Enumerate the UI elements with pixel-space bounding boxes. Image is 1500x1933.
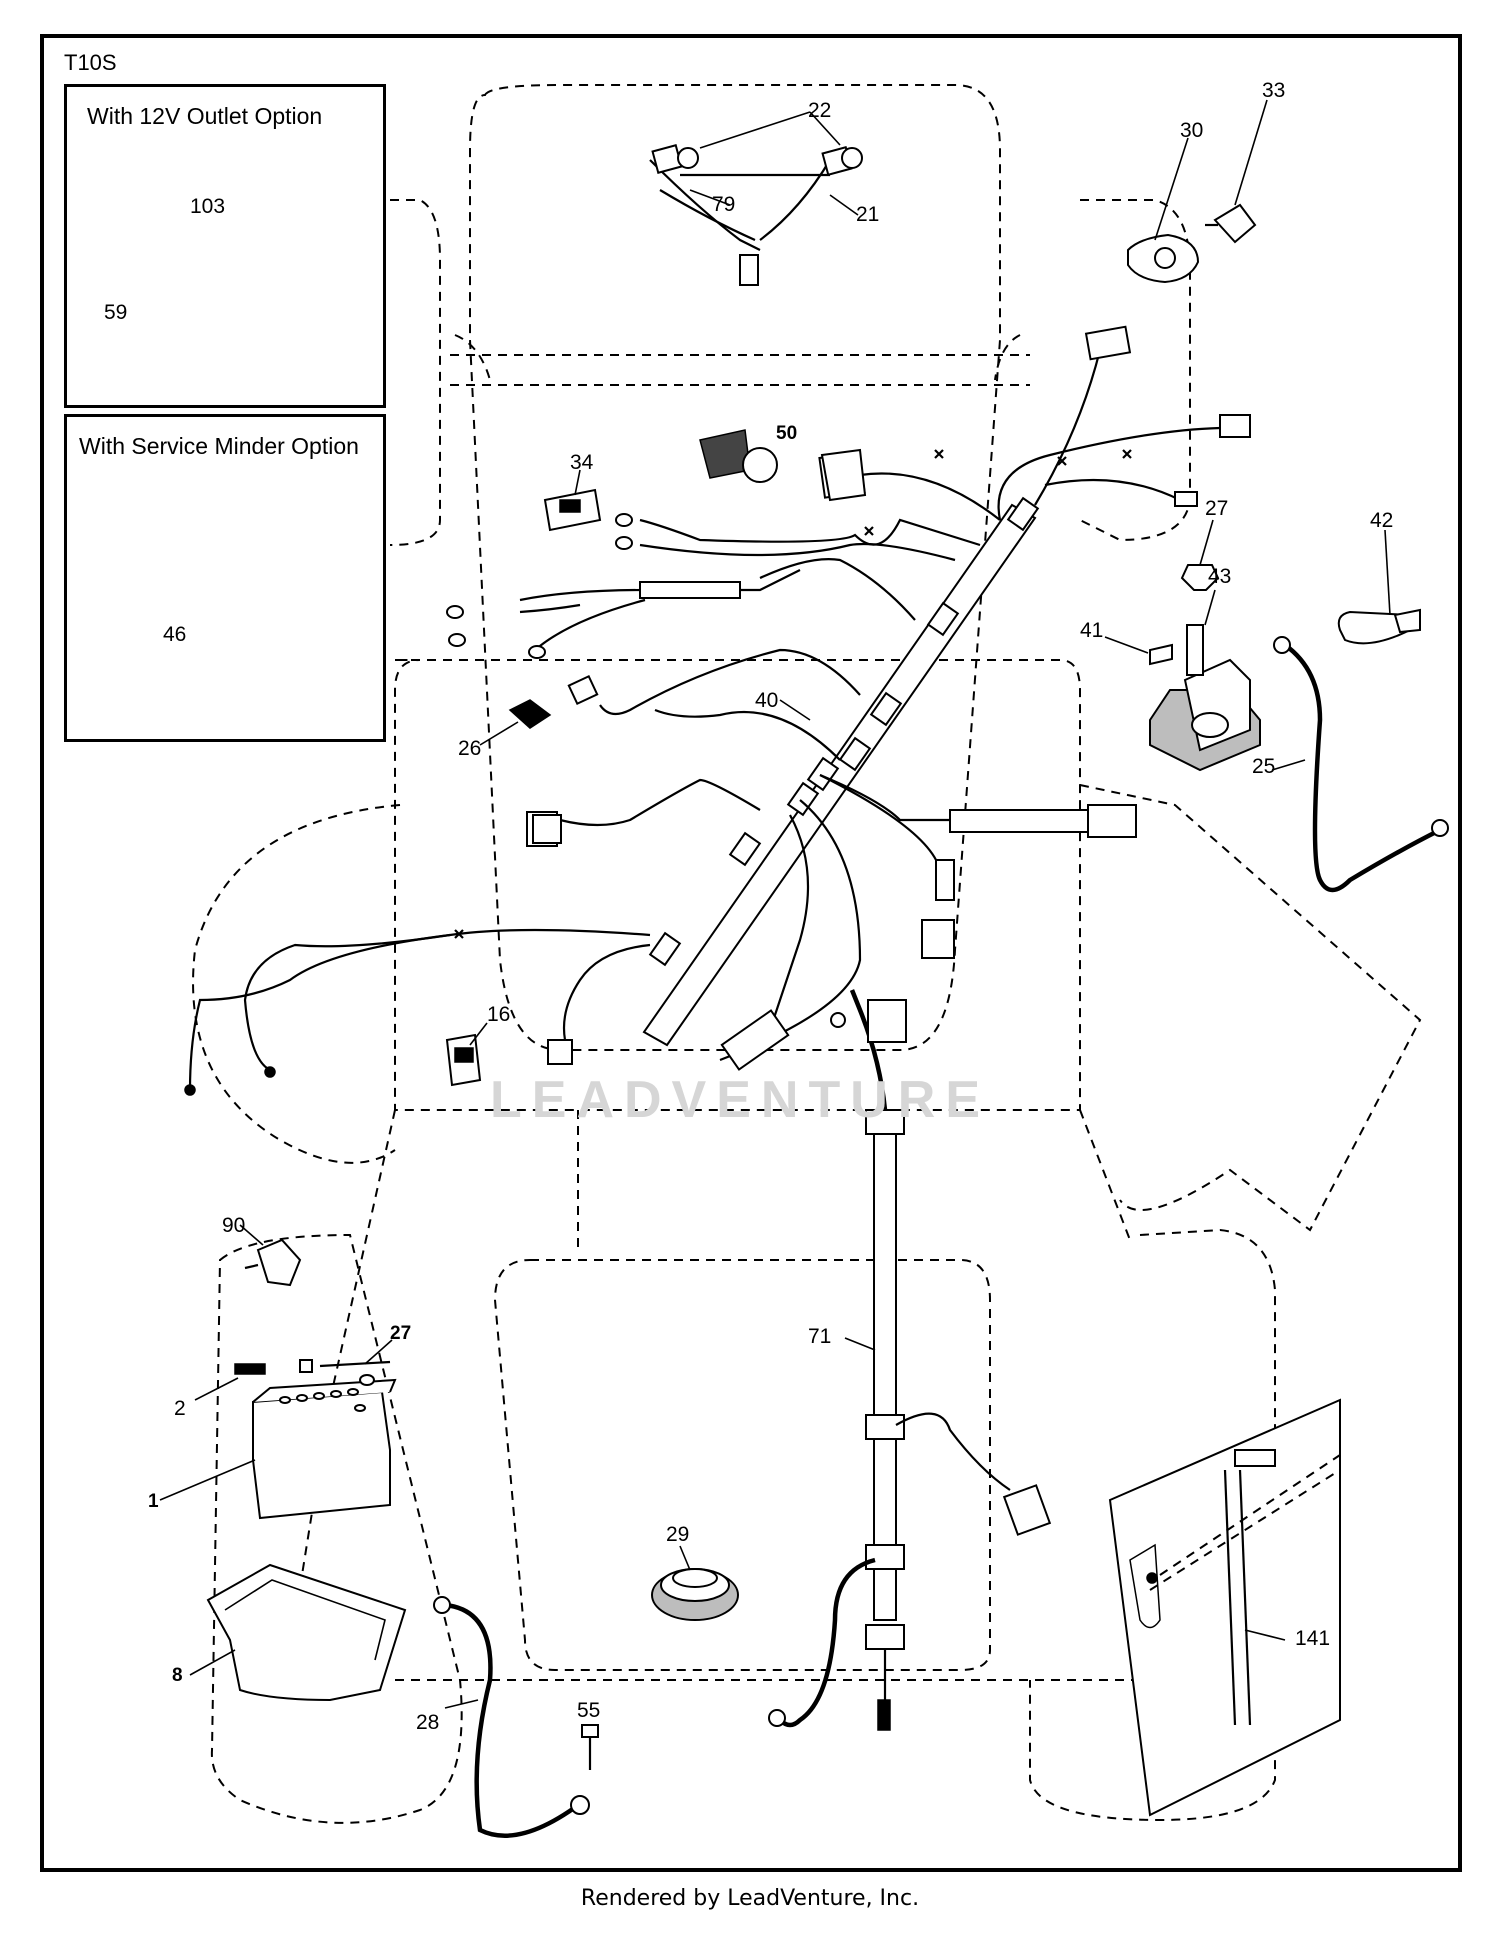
callout-59: 59 bbox=[104, 301, 128, 324]
light-29 bbox=[651, 1568, 739, 1621]
callout-29: 29 bbox=[666, 1523, 690, 1546]
leader-lines bbox=[131, 99, 1391, 1709]
harness-71 bbox=[768, 989, 1052, 1731]
battery bbox=[234, 1359, 397, 1520]
callout-22: 22 bbox=[808, 99, 832, 122]
inset-12v-outlet: With 12V Outlet Option bbox=[64, 84, 386, 408]
callout-42: 42 bbox=[1370, 509, 1394, 532]
callout-43: 43 bbox=[1208, 565, 1232, 588]
cable-25 bbox=[1273, 636, 1449, 893]
relay-90 bbox=[244, 1238, 302, 1287]
headlight-harness bbox=[649, 144, 863, 286]
callout-26: 26 bbox=[458, 737, 482, 760]
callout-90: 90 bbox=[222, 1214, 246, 1237]
callout-8: 8 bbox=[172, 1665, 183, 1686]
main-harness bbox=[184, 325, 1251, 1096]
callout-28: 28 bbox=[416, 1711, 440, 1734]
callout-16: 16 bbox=[487, 1003, 511, 1026]
callout-21: 21 bbox=[856, 203, 880, 226]
solenoid bbox=[1149, 564, 1261, 772]
inset-12v-outlet-title: With 12V Outlet Option bbox=[87, 103, 323, 129]
callout-50: 50 bbox=[776, 423, 798, 444]
key bbox=[1205, 203, 1257, 244]
callout-1: 1 bbox=[148, 1491, 159, 1512]
plate bbox=[820, 448, 867, 502]
callout-46: 46 bbox=[163, 623, 187, 646]
callout-34: 34 bbox=[570, 451, 594, 474]
footer-credit: Rendered by LeadVenture, Inc. bbox=[580, 1886, 920, 1911]
callout-25: 25 bbox=[1252, 755, 1276, 778]
battery-tray bbox=[206, 1563, 407, 1702]
model-label: T10S bbox=[64, 50, 117, 75]
bolt-55 bbox=[581, 1724, 599, 1770]
callout-30: 30 bbox=[1180, 119, 1204, 142]
callout-27-upper: 27 bbox=[1205, 497, 1229, 520]
callout-27-lower: 27 bbox=[390, 1323, 412, 1344]
callout-33: 33 bbox=[1262, 79, 1286, 102]
relay-16 bbox=[445, 1033, 482, 1087]
callout-41: 41 bbox=[1080, 619, 1104, 642]
callout-55: 55 bbox=[577, 1699, 601, 1722]
rocker-switch bbox=[543, 488, 602, 532]
brake-rod-141 bbox=[1108, 1398, 1341, 1817]
inset-service-minder-title: With Service Minder Option bbox=[79, 433, 359, 459]
diagram-frame bbox=[40, 34, 1462, 1872]
callout-103: 103 bbox=[190, 195, 226, 218]
callout-40: 40 bbox=[755, 689, 779, 712]
cable-28 bbox=[433, 1596, 590, 1838]
switch-50 bbox=[699, 429, 778, 483]
callout-79: 79 bbox=[712, 193, 736, 216]
callout-2: 2 bbox=[174, 1397, 186, 1420]
watermark-logo: LEADVENTURE bbox=[490, 1071, 991, 1129]
fuse-26 bbox=[508, 699, 552, 729]
terminal-boot bbox=[1337, 608, 1421, 645]
tractor-outline bbox=[192, 84, 1422, 1824]
ignition-switch bbox=[1127, 233, 1200, 284]
callout-71: 71 bbox=[808, 1325, 832, 1348]
callout-141: 141 bbox=[1295, 1627, 1331, 1650]
inset-service-minder: With Service Minder Option bbox=[64, 414, 386, 742]
